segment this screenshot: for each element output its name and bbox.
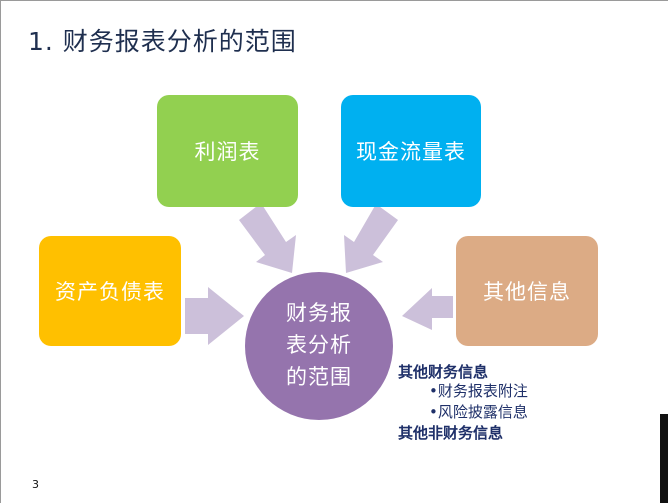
other-info-box: 其他信息: [456, 236, 598, 346]
cash-flow-statement-box: 现金流量表: [341, 95, 481, 207]
scroll-marker: [660, 414, 668, 503]
arrow-from-other-info: [402, 288, 453, 330]
balance-sheet-box: 资产负债表: [39, 236, 181, 346]
note-bullet-risk: •风险披露信息: [429, 403, 528, 421]
page-number: 3: [32, 478, 39, 491]
arrow-from-balance-sheet: [185, 287, 244, 345]
slide-title: 1. 财务报表分析的范围: [28, 27, 297, 56]
center-circle: [245, 272, 393, 420]
income-statement-label: 利润表: [194, 140, 261, 164]
center-label: 财务报 表分析 的范围: [245, 297, 393, 393]
note-other-financial-info: 其他财务信息: [398, 363, 489, 381]
slide-left-border: [0, 0, 1, 503]
arrow-from-cash-flow-statement: [344, 204, 398, 273]
center-label-line-2: 表分析: [286, 333, 352, 357]
center-label-line-3: 的范围: [286, 365, 352, 389]
center-label-line-1: 财务报: [286, 301, 352, 325]
note-other-nonfinancial-info: 其他非财务信息: [398, 424, 504, 442]
arrow-from-income-statement: [239, 203, 296, 273]
income-statement-box: 利润表: [157, 95, 298, 207]
note-bullet-notes: •财务报表附注: [429, 382, 528, 400]
other-info-label: 其他信息: [483, 280, 571, 304]
balance-sheet-label: 资产负债表: [55, 280, 165, 304]
cash-flow-statement-label: 现金流量表: [356, 140, 466, 164]
slide-top-border: [0, 0, 668, 1]
